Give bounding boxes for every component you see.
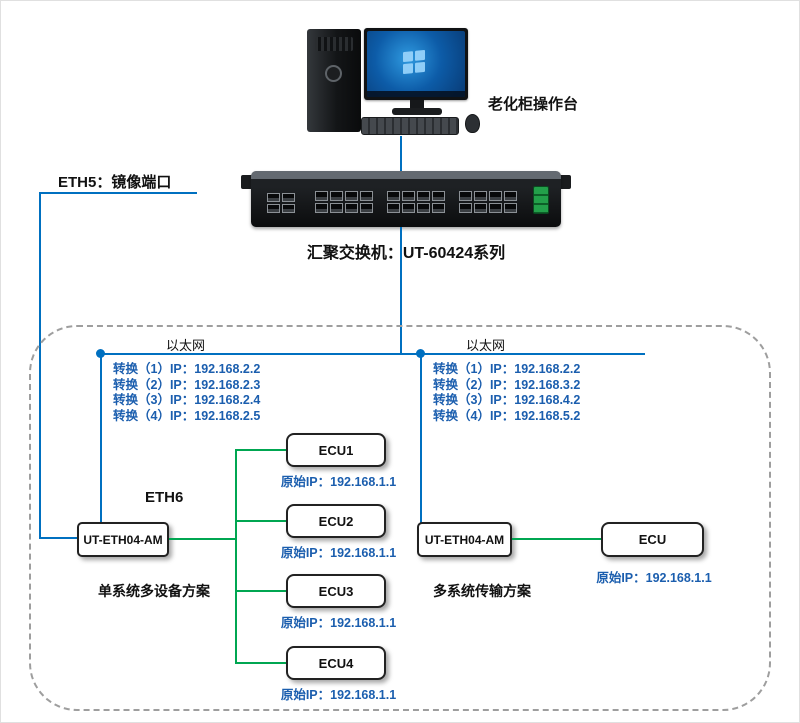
ecu-right-original-ip: 原始IP：192.168.1.1: [596, 571, 712, 585]
translation-item: 转换（3）IP：192.168.2.4: [113, 393, 261, 407]
monitor-stand-base: [392, 108, 442, 115]
translation-item: 转换（4）IP：192.168.2.5: [113, 408, 261, 423]
eth6-label: ETH6: [145, 489, 184, 506]
switch-ear-right: [559, 175, 571, 189]
taskbar: [367, 91, 465, 97]
branch-ecu1: [237, 449, 286, 451]
branch-ecu3: [237, 590, 286, 592]
multi-system-caption: 多系统传输方案: [433, 583, 531, 599]
ecu1-original-ip: 原始IP：192.168.1.1: [280, 475, 397, 489]
switch-label: 汇聚交换机：UT-60424系列: [306, 245, 506, 262]
computer-tower: [307, 29, 361, 132]
eth5-to-gateway-line: [39, 537, 77, 539]
ethernet-label-right: 以太网: [466, 338, 506, 353]
eth5-underline: [39, 192, 197, 194]
rj45-port-group-1: [315, 191, 373, 213]
translation-item: 转换（4）IP：192.168.5.2: [433, 408, 581, 423]
gateway-to-trunk-line: [169, 538, 236, 540]
translation-list-multi: 转换（1）IP：192.168.2.2 转换（2）IP：192.168.3.2 …: [433, 362, 663, 424]
ethernet-bus-line: [99, 353, 645, 355]
bus-drop-right: [420, 353, 422, 523]
translation-item: 转换（1）IP：192.168.2.2: [113, 362, 261, 376]
keyboard: [361, 117, 459, 135]
monitor-stand-neck: [410, 100, 424, 109]
translation-item: 转换（1）IP：192.168.2.2: [433, 362, 581, 376]
ecu2-original-ip: 原始IP：192.168.1.1: [280, 546, 397, 560]
ecu-box-1: ECU1: [286, 433, 386, 467]
console-label: 老化柜操作台: [488, 96, 579, 113]
power-terminal-block: [533, 186, 549, 214]
translation-item: 转换（2）IP：192.168.3.2: [433, 377, 581, 392]
branch-ecu2: [237, 520, 286, 522]
link-switch-bus: [400, 227, 402, 354]
windows-logo-icon: [403, 49, 425, 75]
ecu4-original-ip: 原始IP：192.168.1.1: [280, 688, 397, 702]
mouse: [465, 114, 480, 133]
branch-ecu4: [237, 662, 286, 664]
monitor: [364, 28, 468, 100]
gateway-to-ecu-line: [512, 538, 601, 540]
ecu-box-4: ECU4: [286, 646, 386, 680]
single-system-caption: 单系统多设备方案: [98, 583, 210, 599]
bus-drop-left: [100, 353, 102, 523]
gateway-box-multi: UT-ETH04-AM: [417, 522, 512, 557]
sfp-ports: [267, 193, 295, 213]
ecu3-original-ip: 原始IP：192.168.1.1: [280, 616, 397, 630]
translation-list-single: 转换（1）IP：192.168.2.2 转换（2）IP：192.168.2.3 …: [113, 362, 343, 424]
solution-boundary: [29, 325, 771, 711]
rj45-port-group-2: [387, 191, 445, 213]
dell-logo-icon: [325, 65, 342, 82]
ethernet-label-left: 以太网: [166, 338, 206, 353]
translation-item: 转换（2）IP：192.168.2.3: [113, 377, 261, 392]
link-console-switch: [400, 136, 402, 171]
switch-device: [251, 171, 561, 227]
ecu-trunk-line: [235, 449, 237, 664]
ecu-box-right: ECU: [601, 522, 704, 557]
tower-vent: [315, 37, 353, 51]
ecu-box-3: ECU3: [286, 574, 386, 608]
gateway-box-single: UT-ETH04-AM: [77, 522, 169, 557]
translation-item: 转换（3）IP：192.168.4.2: [433, 393, 581, 407]
switch-ear-left: [241, 175, 253, 189]
eth5-mirror-label: ETH5：镜像端口: [58, 174, 172, 191]
monitor-screen: [367, 31, 465, 97]
rj45-port-group-3: [459, 191, 517, 213]
ecu-box-2: ECU2: [286, 504, 386, 538]
